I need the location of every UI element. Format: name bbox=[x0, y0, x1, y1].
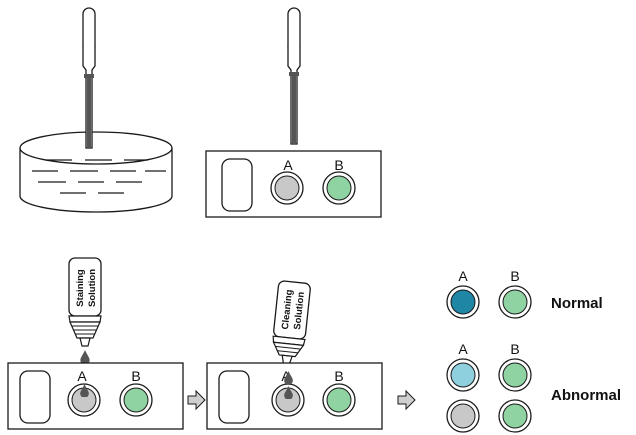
pipette bbox=[287, 7, 301, 145]
step1-pipette-in-container bbox=[19, 7, 173, 213]
well-b-label: B bbox=[131, 368, 140, 384]
well-a-label: A bbox=[458, 341, 468, 357]
well-b bbox=[502, 403, 528, 429]
bottle-label-line2: Solution bbox=[292, 291, 307, 330]
well-a-dark-blue bbox=[450, 289, 476, 315]
next-arrow-icon bbox=[187, 389, 206, 411]
well-b bbox=[326, 387, 352, 413]
solution-container bbox=[19, 131, 173, 213]
step4-cleaning: Cleaning Solution A B bbox=[206, 280, 383, 430]
bottle-label-line1: Staining bbox=[75, 269, 86, 307]
well-b bbox=[326, 175, 352, 201]
cleaning-solution-bottle: Cleaning Solution bbox=[272, 280, 311, 365]
well-b-label: B bbox=[510, 341, 519, 357]
staining-solution-bottle: Staining Solution bbox=[68, 257, 102, 347]
well-a-light-blue bbox=[450, 362, 476, 388]
results-abnormal: A B Abnormal bbox=[446, 341, 621, 433]
results-normal: A B Normal bbox=[446, 268, 603, 319]
well-a bbox=[274, 175, 300, 201]
well-a-label: A bbox=[77, 368, 87, 384]
result-normal-label: Normal bbox=[551, 295, 603, 312]
result-abnormal-label: Abnormal bbox=[551, 387, 621, 404]
well-b-label: B bbox=[334, 368, 343, 384]
well-a-gray bbox=[450, 403, 476, 429]
bottle-label-line2: Solution bbox=[87, 269, 98, 307]
well-a-label: A bbox=[458, 268, 468, 284]
sample-window bbox=[19, 370, 51, 424]
well-b bbox=[502, 289, 528, 315]
well-b bbox=[123, 387, 149, 413]
well-b-label: B bbox=[334, 157, 343, 173]
step2-pipette-over-card: A B bbox=[205, 7, 382, 218]
well-b-label: B bbox=[510, 268, 519, 284]
step3-staining: Staining Solution A B bbox=[7, 257, 184, 430]
bottle-label-line1: Cleaning bbox=[280, 289, 295, 330]
sample-window bbox=[221, 158, 253, 212]
pipette bbox=[82, 7, 96, 149]
well-a-label: A bbox=[283, 157, 293, 173]
well-b bbox=[502, 362, 528, 388]
next-arrow-icon bbox=[397, 389, 416, 411]
sample-window bbox=[218, 370, 250, 424]
